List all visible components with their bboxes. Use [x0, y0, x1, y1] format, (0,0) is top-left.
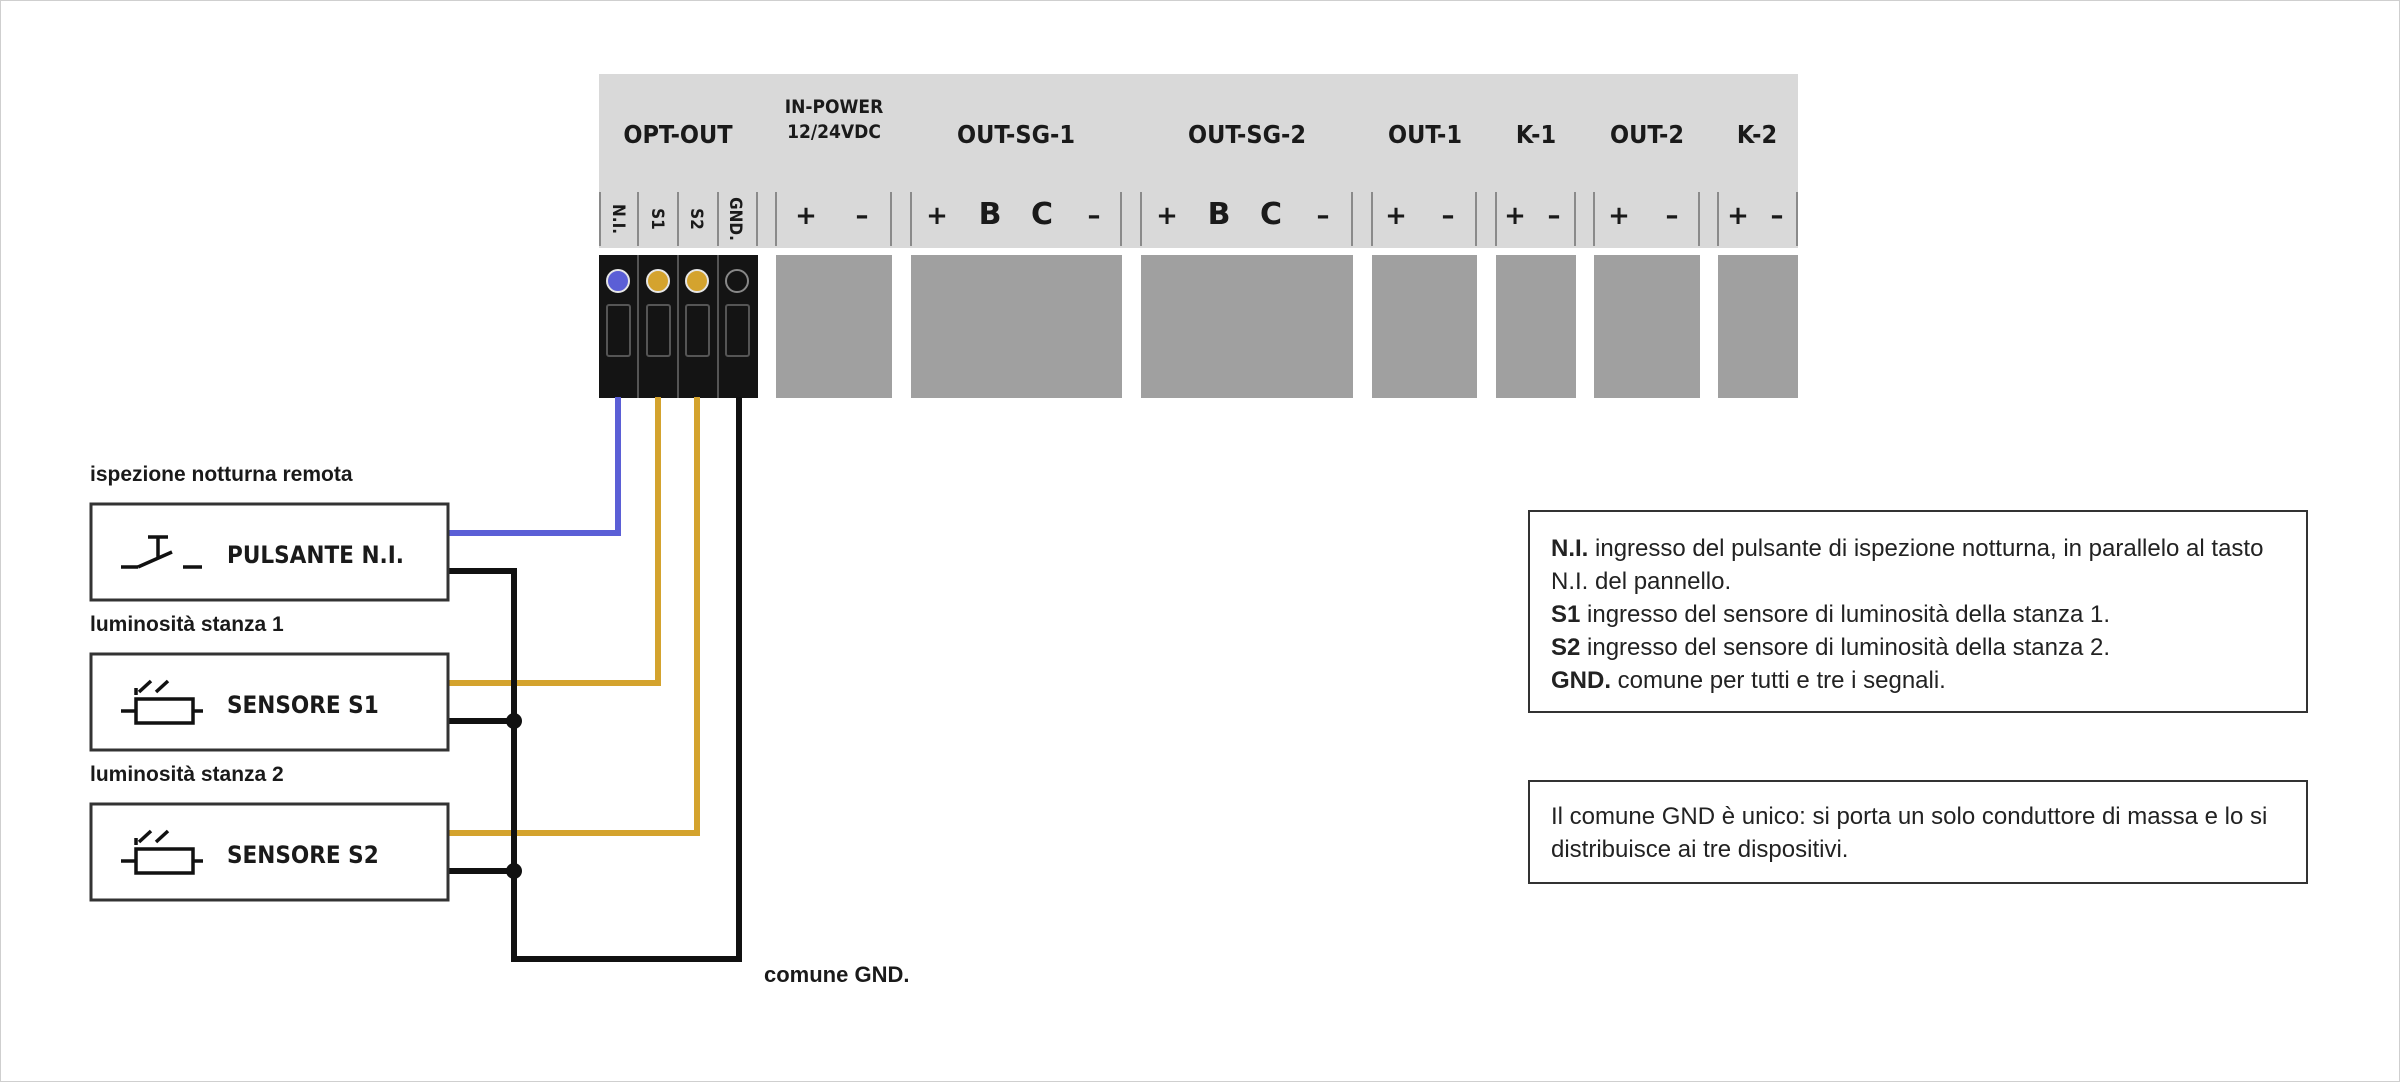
- legend-text-ni: ingresso del pulsante di ispezione nottu…: [1588, 535, 2264, 562]
- gnd-common-label: comune GND.: [764, 962, 909, 987]
- pin-label-ni: N.I.: [608, 204, 628, 234]
- screw-s2: [685, 269, 709, 293]
- group-separators: [599, 192, 1798, 246]
- screw-gnd: [725, 269, 749, 293]
- pin-out-sg-1-c: C: [1031, 197, 1053, 232]
- pin-out-sg-2-plus: +: [1156, 201, 1178, 231]
- pin-out-1-plus: +: [1385, 201, 1407, 231]
- pin-k-1-plus: +: [1504, 201, 1526, 231]
- pin-label-s1: S1: [647, 208, 667, 230]
- legend-term-s1: S1: [1551, 601, 1581, 628]
- legend-line-ni-2: N.I. del pannello.: [1551, 568, 1732, 595]
- wire-s1: [446, 397, 661, 686]
- device-label-pulsante: PULSANTE N.I.: [227, 541, 404, 569]
- header-out-sg-1: OUT-SG-1: [957, 120, 1075, 149]
- wire-gnd-common: [446, 397, 742, 962]
- photoresistor-icon: [121, 829, 203, 875]
- note-line-2: distribuisce ai tre dispositivi.: [1551, 836, 1849, 863]
- screw-ni: [606, 269, 630, 293]
- header-k-1: K-1: [1516, 120, 1556, 149]
- legend-line-s1: S1 ingresso del sensore di luminosità de…: [1551, 598, 2286, 631]
- caption-pulsante: ispezione notturna remota: [90, 463, 353, 486]
- legend-text-s1: ingresso del sensore di luminosità della…: [1580, 601, 2110, 628]
- caption-sensore-s1: luminosità stanza 1: [90, 613, 284, 636]
- pin-in-power-minus: –: [856, 201, 869, 231]
- pin-out-1-minus: –: [1442, 201, 1455, 231]
- note-box: Il comune GND è unico: si porta un solo …: [1528, 780, 2308, 884]
- pin-label-s2: S2: [686, 208, 706, 230]
- pin-out-sg-2-c: C: [1260, 197, 1282, 232]
- device-box-sensore-s2: [89, 802, 450, 902]
- pin-out-sg-1-plus: +: [926, 201, 948, 231]
- pin-out-sg-1-b: B: [979, 197, 1002, 232]
- pin-out-2-minus: –: [1666, 201, 1679, 231]
- pin-out-sg-2-minus: –: [1317, 201, 1330, 231]
- legend-box: N.I. ingresso del pulsante di ispezione …: [1528, 510, 2308, 713]
- header-out-1: OUT-1: [1388, 120, 1462, 149]
- connector-slot-s1: [646, 304, 671, 357]
- legend-term-s2: S2: [1551, 634, 1581, 661]
- legend-line-ni: N.I. ingresso del pulsante di ispezione …: [1551, 532, 2286, 565]
- device-label-sensore-s2: SENSORE S2: [227, 841, 379, 869]
- connector-slot-s2: [685, 304, 710, 357]
- terminal-block-in-power: [776, 255, 892, 398]
- legend-text-s2: ingresso del sensore di luminosità della…: [1580, 634, 2110, 661]
- junction-gnd-s2: [506, 863, 522, 879]
- junction-gnd-s1: [506, 713, 522, 729]
- header-out-sg-2: OUT-SG-2: [1188, 120, 1306, 149]
- wire-s2: [446, 397, 700, 836]
- device-label-sensore-s1: SENSORE S1: [227, 691, 379, 719]
- wire-ni: [446, 397, 621, 536]
- header-in-power-line1: IN-POWER: [785, 96, 884, 118]
- pin-out-sg-2-b: B: [1208, 197, 1231, 232]
- pin-k-2-plus: +: [1727, 201, 1749, 231]
- device-box-pulsante: [89, 502, 450, 602]
- pin-k-1-minus: –: [1548, 201, 1561, 231]
- caption-sensore-s2: luminosità stanza 2: [90, 763, 284, 786]
- terminal-block-out-2: [1594, 255, 1700, 398]
- legend-term-gnd: GND.: [1551, 667, 1611, 694]
- header-k-2: K-2: [1737, 120, 1777, 149]
- pin-in-power-plus: +: [795, 201, 817, 231]
- connector-slot-gnd: [725, 304, 750, 357]
- terminal-block-out-1: [1372, 255, 1477, 398]
- pin-k-2-minus: –: [1771, 201, 1784, 231]
- pin-out-2-plus: +: [1608, 201, 1630, 231]
- header-in-power-line2: 12/24VDC: [787, 121, 881, 143]
- legend-line-gnd: GND. comune per tutti e tre i segnali.: [1551, 664, 2286, 697]
- legend-line-s2: S2 ingresso del sensore di luminosità de…: [1551, 631, 2286, 664]
- note-line-1: Il comune GND è unico: si porta un solo …: [1551, 803, 2268, 830]
- pin-label-gnd: GND.: [725, 197, 745, 241]
- photoresistor-icon: [121, 679, 203, 725]
- pushbutton-icon: [121, 535, 202, 569]
- legend-term-ni: N.I.: [1551, 535, 1589, 562]
- terminal-block-k-1: [1496, 255, 1576, 398]
- header-out-2: OUT-2: [1610, 120, 1684, 149]
- terminal-header-band: [599, 74, 1798, 248]
- legend-text-gnd: comune per tutti e tre i segnali.: [1611, 667, 1946, 694]
- terminal-block-k-2: [1718, 255, 1798, 398]
- screw-s1: [646, 269, 670, 293]
- terminal-block-out-sg-2: [1141, 255, 1353, 398]
- connector-slot-ni: [606, 304, 631, 357]
- header-opt-out: OPT-OUT: [623, 120, 733, 149]
- device-box-sensore-s1: [89, 652, 450, 752]
- terminal-block-out-sg-1: [911, 255, 1122, 398]
- pin-out-sg-1-minus: –: [1088, 201, 1101, 231]
